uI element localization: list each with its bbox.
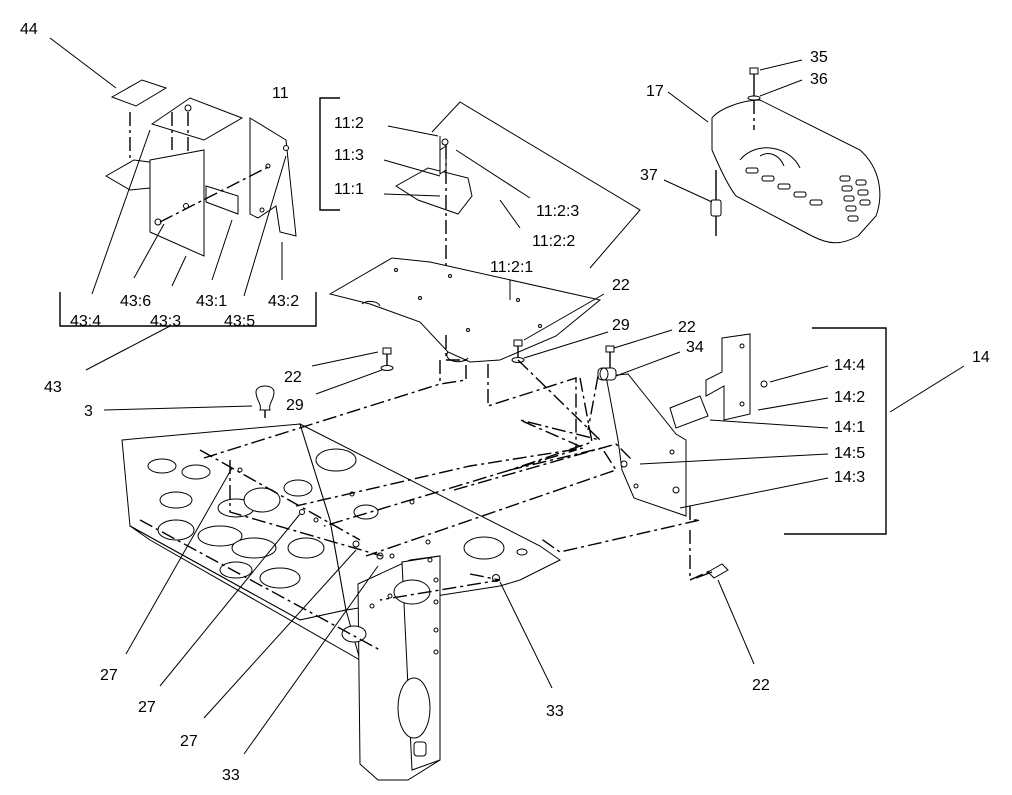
label-22-bottom: 22 — [752, 677, 770, 694]
label-33-bottom: 33 — [222, 767, 240, 784]
label-11-2-3: 11:2:3 — [536, 203, 579, 220]
label-14-2: 14:2 — [834, 389, 865, 406]
label-43: 43 — [44, 379, 62, 396]
guard-slots — [745, 167, 871, 222]
label-43-4: 43:4 — [70, 313, 101, 330]
fastener-22-bottom — [695, 563, 729, 579]
callout-labels: 44 11 11:2 11:3 11:1 11:2:3 11:2:2 11:2:… — [20, 21, 990, 784]
part-11-cover-assembly — [319, 97, 602, 363]
part-43-bracket-assembly — [59, 97, 317, 327]
label-11-2-2: 11:2:2 — [532, 233, 575, 250]
fastener-22-29-right — [511, 339, 525, 363]
label-11-2: 11:2 — [334, 115, 364, 132]
main-frame-chassis — [121, 423, 561, 781]
label-37: 37 — [640, 167, 658, 184]
part-3-knob — [255, 385, 275, 418]
assembly-center-lines — [203, 335, 713, 601]
part-14-side-bracket-assembly — [597, 327, 887, 535]
label-27-b: 27 — [138, 699, 156, 716]
label-33-right: 33 — [546, 703, 564, 720]
label-22-bracket: 22 — [678, 319, 696, 336]
label-43-3: 43:3 — [150, 313, 181, 330]
label-36: 36 — [810, 71, 828, 88]
label-11-1: 11:1 — [334, 181, 364, 198]
label-43-2: 43:2 — [268, 293, 299, 310]
label-22-left: 22 — [284, 369, 302, 386]
label-14-4: 14:4 — [834, 357, 865, 374]
label-29-left: 29 — [286, 397, 304, 414]
label-14-3: 14:3 — [834, 469, 865, 486]
label-44: 44 — [20, 21, 38, 38]
label-11-3: 11:3 — [334, 147, 364, 164]
label-22-top-right: 22 — [612, 277, 630, 294]
fastener-22-29-left — [380, 347, 441, 384]
label-14-5: 14:5 — [834, 445, 865, 462]
label-11-2-1: 11:2:1 — [490, 259, 533, 276]
label-11: 11 — [272, 85, 289, 102]
leader-lines — [49, 37, 965, 755]
label-14-1: 14:1 — [834, 419, 865, 436]
label-3: 3 — [84, 403, 93, 420]
label-43-1: 43:1 — [196, 293, 227, 310]
label-43-6: 43:6 — [120, 293, 151, 310]
label-43-5: 43:5 — [224, 313, 255, 330]
label-34: 34 — [686, 339, 704, 356]
label-27-a: 27 — [100, 667, 118, 684]
label-29-top-right: 29 — [612, 317, 630, 334]
label-35: 35 — [810, 49, 828, 66]
part-17-guard-cover — [710, 67, 881, 244]
label-27-c: 27 — [180, 733, 198, 750]
label-14: 14 — [972, 349, 990, 366]
label-17: 17 — [646, 83, 664, 100]
